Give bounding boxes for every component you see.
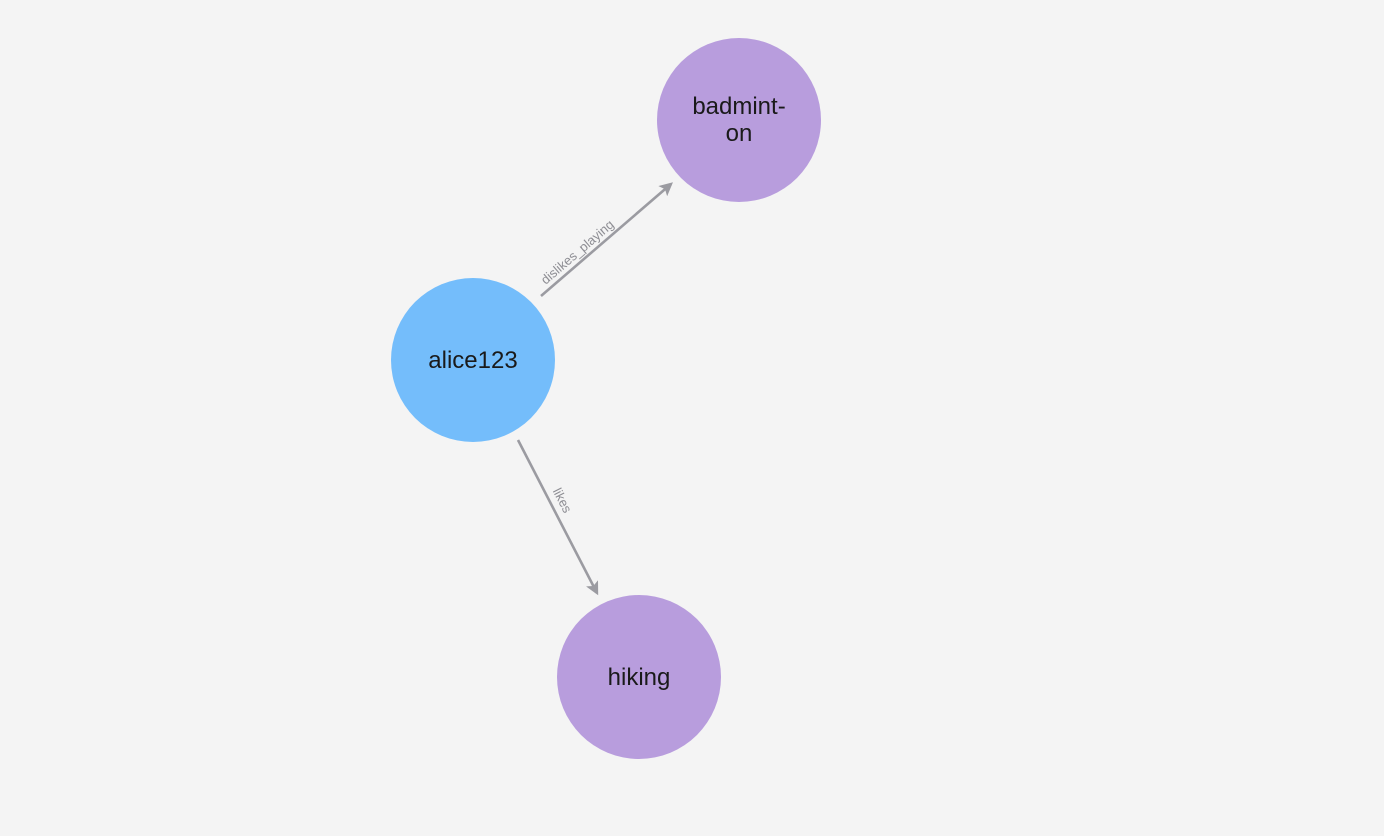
graph-node-badminton-label: badmint-on [692,93,786,147]
graph-node-hiking-label: hiking [607,663,671,691]
graph-node-alice123-label: alice123 [428,346,518,374]
graph-node-hiking[interactable]: hiking [557,595,721,759]
graph-node-alice123[interactable]: alice123 [391,278,555,442]
graph-node-badminton[interactable]: badmint-on [657,38,821,202]
edge-likes[interactable] [516,439,599,596]
edge-dislikes-playing[interactable] [540,182,673,297]
